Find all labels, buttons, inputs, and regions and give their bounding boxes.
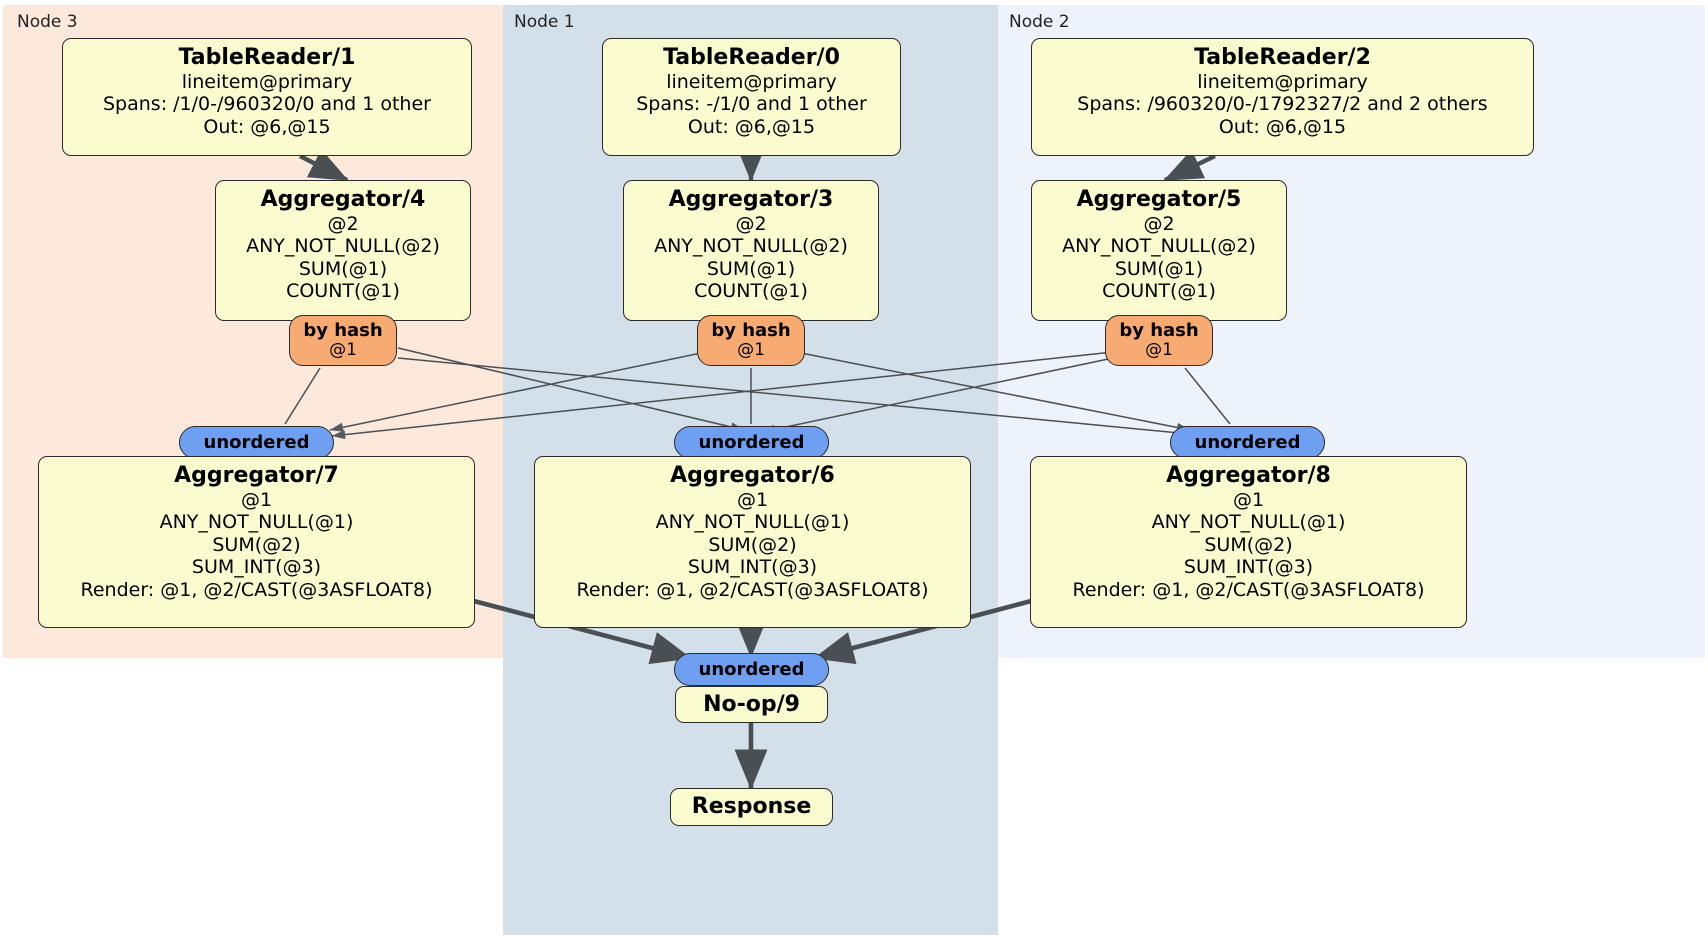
- processor-noop-9[interactable]: No-op/9: [675, 686, 828, 723]
- processor-line: @2: [327, 212, 359, 235]
- badge-column-label: @1: [737, 340, 765, 361]
- processor-line: lineitem@primary: [1197, 70, 1368, 93]
- processor-line: ANY_NOT_NULL(@2): [246, 235, 440, 258]
- processor-line: SUM(@1): [1114, 257, 1204, 280]
- processor-title: Aggregator/8: [1166, 463, 1331, 488]
- badge-type-label: unordered: [203, 431, 310, 453]
- processor-line: Render: @1, @2/CAST(@3ASFLOAT8): [1072, 578, 1425, 601]
- processor-line: lineitem@primary: [181, 70, 353, 93]
- processor-title: TableReader/1: [178, 45, 356, 70]
- processor-table-reader-0[interactable]: TableReader/0 lineitem@primary Spans: -/…: [602, 38, 901, 156]
- processor-line: lineitem@primary: [666, 70, 837, 93]
- badge-type-label: unordered: [698, 658, 805, 680]
- processor-title: Aggregator/5: [1076, 187, 1242, 212]
- processor-title: No-op/9: [703, 691, 800, 717]
- node-label-node1: Node 1: [514, 12, 575, 32]
- processor-line: ANY_NOT_NULL(@1): [159, 511, 354, 534]
- processor-line: COUNT(@1): [1102, 280, 1216, 303]
- processor-line: ANY_NOT_NULL(@1): [1151, 511, 1346, 534]
- processor-line: SUM_INT(@3): [1183, 556, 1314, 579]
- processor-title: Response: [691, 794, 812, 820]
- processor-title: TableReader/2: [1194, 45, 1371, 70]
- processor-aggregator-6[interactable]: Aggregator/6 @1 ANY_NOT_NULL(@1) SUM(@2)…: [534, 456, 971, 628]
- badge-type-label: by hash: [303, 320, 383, 342]
- processor-line: Out: @6,@15: [1218, 115, 1347, 138]
- processor-line: Out: @6,@15: [203, 115, 331, 138]
- stream-badge-by-hash-right[interactable]: by hash @1: [1105, 315, 1213, 366]
- processor-aggregator-4[interactable]: Aggregator/4 @2 ANY_NOT_NULL(@2) SUM(@1)…: [215, 180, 471, 321]
- processor-line: ANY_NOT_NULL(@2): [1062, 235, 1256, 258]
- processor-line: Render: @1, @2/CAST(@3ASFLOAT8): [576, 578, 929, 601]
- processor-line: SUM_INT(@3): [191, 556, 322, 579]
- processor-line: Spans: /1/0-/960320/0 and 1 other: [103, 93, 431, 116]
- stream-badge-by-hash-left[interactable]: by hash @1: [289, 315, 397, 366]
- processor-line: SUM_INT(@3): [687, 556, 818, 579]
- processor-line: @1: [240, 488, 273, 511]
- processor-line: Spans: -/1/0 and 1 other: [636, 93, 867, 116]
- processor-response[interactable]: Response: [670, 788, 833, 826]
- processor-line: SUM(@2): [708, 533, 797, 556]
- processor-aggregator-5[interactable]: Aggregator/5 @2 ANY_NOT_NULL(@2) SUM(@1)…: [1031, 180, 1287, 321]
- node-label-node3: Node 3: [17, 12, 78, 32]
- badge-type-label: unordered: [1194, 431, 1301, 453]
- processor-line: @2: [1143, 212, 1175, 235]
- node-label-node2: Node 2: [1009, 12, 1070, 32]
- processor-line: @2: [735, 212, 767, 235]
- processor-table-reader-2[interactable]: TableReader/2 lineitem@primary Spans: /9…: [1031, 38, 1534, 156]
- processor-line: Out: @6,@15: [687, 115, 816, 138]
- processor-line: @1: [1232, 488, 1265, 511]
- processor-aggregator-8[interactable]: Aggregator/8 @1 ANY_NOT_NULL(@1) SUM(@2)…: [1030, 456, 1467, 628]
- processor-title: Aggregator/7: [174, 463, 339, 488]
- processor-table-reader-1[interactable]: TableReader/1 lineitem@primary Spans: /1…: [62, 38, 472, 156]
- processor-line: SUM(@2): [1204, 533, 1293, 556]
- processor-line: Spans: /960320/0-/1792327/2 and 2 others: [1077, 93, 1488, 116]
- badge-type-label: unordered: [698, 431, 805, 453]
- badge-column-label: @1: [329, 340, 357, 361]
- stream-badge-unordered-final[interactable]: unordered: [674, 653, 829, 686]
- processor-line: ANY_NOT_NULL(@1): [655, 511, 850, 534]
- processor-line: @1: [736, 488, 769, 511]
- processor-line: SUM(@1): [298, 257, 388, 280]
- processor-line: SUM(@1): [706, 257, 796, 280]
- processor-line: COUNT(@1): [286, 280, 400, 303]
- processor-aggregator-7[interactable]: Aggregator/7 @1 ANY_NOT_NULL(@1) SUM(@2)…: [38, 456, 475, 628]
- processor-line: Render: @1, @2/CAST(@3ASFLOAT8): [80, 578, 433, 601]
- processor-title: TableReader/0: [663, 45, 840, 70]
- stream-badge-by-hash-mid[interactable]: by hash @1: [697, 315, 805, 366]
- processor-line: ANY_NOT_NULL(@2): [654, 235, 848, 258]
- badge-type-label: by hash: [1119, 320, 1199, 342]
- processor-title: Aggregator/4: [260, 187, 426, 212]
- badge-type-label: by hash: [711, 320, 791, 342]
- stream-badge-unordered-mid[interactable]: unordered: [674, 426, 829, 459]
- processor-aggregator-3[interactable]: Aggregator/3 @2 ANY_NOT_NULL(@2) SUM(@1)…: [623, 180, 879, 321]
- processor-line: COUNT(@1): [694, 280, 808, 303]
- processor-title: Aggregator/3: [668, 187, 834, 212]
- stream-badge-unordered-left[interactable]: unordered: [179, 426, 334, 459]
- stream-badge-unordered-right[interactable]: unordered: [1170, 426, 1325, 459]
- processor-line: SUM(@2): [212, 533, 301, 556]
- badge-column-label: @1: [1145, 340, 1173, 361]
- processor-title: Aggregator/6: [670, 463, 835, 488]
